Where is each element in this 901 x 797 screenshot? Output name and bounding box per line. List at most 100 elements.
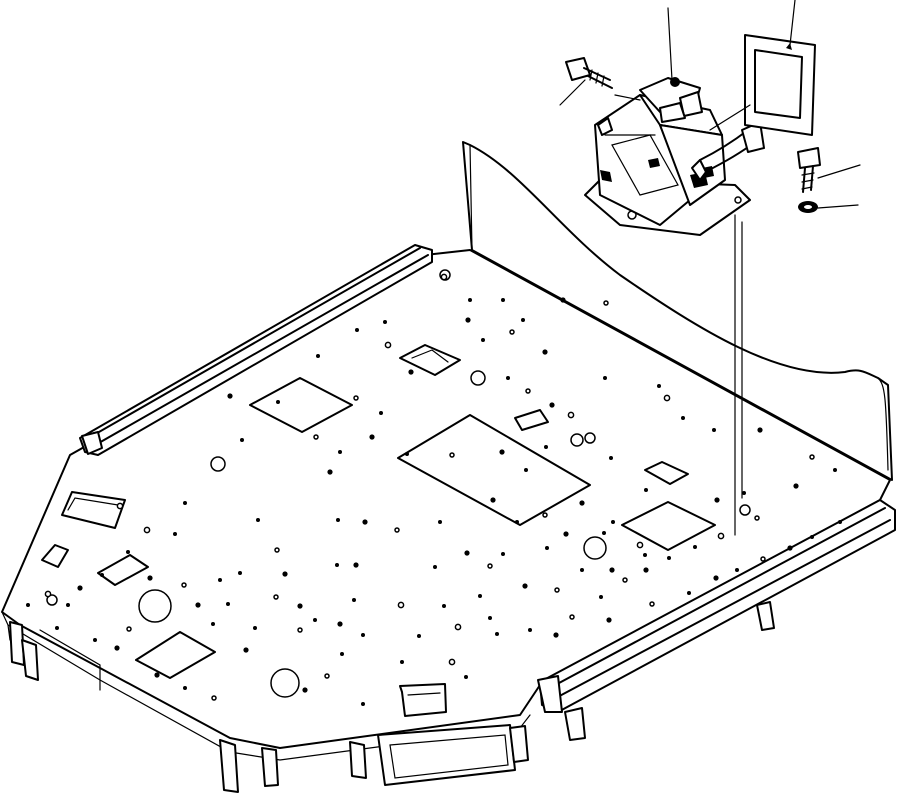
fastener-hole	[465, 317, 471, 323]
fastener-hole	[735, 568, 739, 572]
fastener-hole	[218, 578, 222, 582]
fastener-hole	[603, 300, 609, 306]
fastener-hole	[379, 411, 383, 415]
fastener-hole	[100, 573, 104, 577]
fastener-hole	[567, 411, 575, 419]
fastener-hole	[297, 603, 303, 609]
fastener-hole	[362, 519, 368, 525]
fastener-hole	[355, 328, 359, 332]
floor-holes	[46, 269, 751, 698]
fastener-hole	[468, 298, 472, 302]
fastener-hole	[116, 502, 124, 510]
fastener-hole	[643, 567, 649, 573]
back-wall-panel	[462, 141, 893, 481]
fastener-hole	[609, 567, 615, 573]
unit-assembly	[584, 77, 765, 236]
fastener-hole	[667, 556, 671, 560]
fastener-hole	[454, 623, 462, 631]
fastener-hole	[361, 633, 365, 637]
fastener-hole	[713, 575, 719, 581]
bolt-left	[565, 57, 613, 89]
fastener-hole	[253, 626, 257, 630]
fastener-hole	[44, 590, 52, 598]
fastener-hole	[211, 695, 217, 701]
fastener-hole	[687, 591, 691, 595]
fastener-hole	[681, 416, 685, 420]
fastener-hole	[114, 645, 120, 651]
fastener-hole	[545, 546, 549, 550]
fastener-hole	[495, 632, 499, 636]
fastener-hole	[274, 547, 280, 553]
fastener-hole	[405, 452, 409, 456]
fastener-hole	[173, 532, 177, 536]
fastener-hole	[126, 626, 132, 632]
fastener-hole	[183, 686, 187, 690]
fastener-hole	[394, 527, 400, 533]
fastener-hole	[442, 604, 446, 608]
floor-plate	[1, 249, 891, 761]
fastener-hole	[353, 395, 359, 401]
fastener-hole	[528, 628, 532, 632]
fastener-hole	[353, 562, 359, 568]
fastener-hole	[487, 563, 493, 569]
left-rail	[79, 244, 433, 456]
fastener-hole	[440, 273, 448, 281]
fastener-hole	[579, 500, 585, 506]
fastener-hole	[336, 518, 340, 522]
fastener-hole	[833, 468, 837, 472]
fastener-hole	[273, 594, 279, 600]
fastener-hole	[542, 512, 548, 518]
fastener-hole	[649, 601, 655, 607]
fastener-hole	[757, 427, 763, 433]
fastener-hole	[521, 318, 525, 322]
fastener-hole	[657, 384, 661, 388]
fastener-hole	[506, 376, 510, 380]
fastener-hole	[226, 602, 230, 606]
fastener-hole	[644, 488, 648, 492]
fastener-hole	[408, 369, 414, 375]
fastener-hole	[449, 452, 455, 458]
fastener-hole	[560, 297, 566, 303]
floor-cutouts	[41, 344, 716, 717]
fastener-hole	[238, 571, 242, 575]
alignment-line	[734, 214, 743, 536]
fastener-hole	[754, 515, 760, 521]
fastener-hole	[609, 456, 613, 460]
washer	[798, 201, 818, 213]
fastener-hole	[313, 434, 319, 440]
fastener-hole	[563, 531, 569, 537]
fastener-hole	[448, 658, 456, 666]
fastener-hole	[525, 388, 531, 394]
fastener-hole	[606, 617, 612, 623]
fastener-hole	[464, 550, 470, 556]
callout-leaders	[559, 0, 861, 209]
fastener-hole	[501, 552, 505, 556]
fastener-hole	[352, 598, 356, 602]
fastener-hole	[501, 298, 505, 302]
fastener-hole	[603, 376, 607, 380]
fastener-hole	[569, 614, 575, 620]
fastener-hole	[154, 672, 160, 678]
fastener-hole	[243, 647, 249, 653]
fastener-hole	[490, 497, 496, 503]
fastener-hole	[361, 702, 365, 706]
fastener-hole	[335, 563, 339, 567]
fastener-hole	[787, 545, 793, 551]
fastener-hole	[742, 491, 746, 495]
fastener-hole	[663, 394, 671, 402]
fastener-hole	[636, 541, 644, 549]
fastener-hole	[522, 583, 528, 589]
fastener-hole	[838, 520, 842, 524]
fastener-hole	[643, 553, 647, 557]
fastener-hole	[693, 545, 697, 549]
fastener-hole	[554, 587, 560, 593]
filter-frame	[744, 34, 816, 136]
fastener-hole	[602, 531, 606, 535]
fastener-hole	[810, 535, 814, 539]
fastener-hole	[488, 616, 492, 620]
fastener-hole	[327, 469, 333, 475]
fastener-hole	[240, 438, 244, 442]
fastener-hole	[324, 673, 330, 679]
fastener-hole	[338, 450, 342, 454]
